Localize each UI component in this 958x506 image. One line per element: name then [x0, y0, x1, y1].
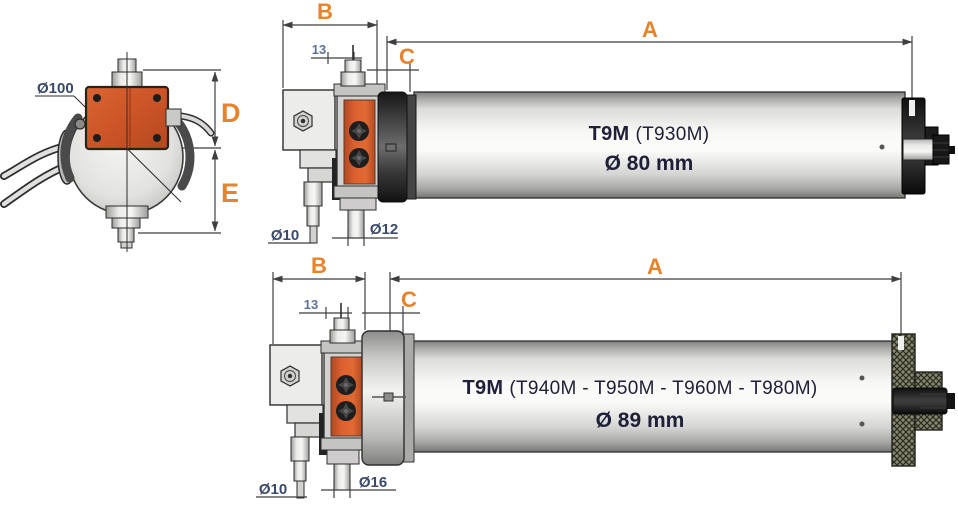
dim-c-80 — [367, 63, 419, 92]
bracket-stub-89 — [290, 436, 310, 499]
stub-callouts-80: Ø10 Ø12 — [268, 221, 398, 246]
crown-screw-80 — [385, 143, 397, 152]
box-screw — [153, 134, 161, 142]
bracket-connector — [319, 413, 327, 455]
diameter-label-80: Ø 80 mm — [605, 152, 694, 175]
model-series-89: T9M — [462, 377, 503, 399]
mounting-bracket-80 — [282, 89, 340, 200]
bracket-connector — [332, 158, 340, 200]
stub-label-o10-80: Ø10 — [271, 227, 299, 244]
tube-rivet — [859, 421, 865, 427]
model-variants-89: (T940M - T950M - T960M - T980M) — [509, 378, 817, 399]
crown-screw-89 — [372, 392, 406, 402]
tube-rivet — [859, 375, 865, 381]
power-cables — [0, 142, 70, 208]
stub-callouts-89: Ø10 Ø16 — [256, 474, 396, 498]
dim-13-89 — [299, 307, 352, 319]
front-diameter-label: Ø100 — [37, 80, 74, 97]
dim-a-89 — [389, 272, 902, 338]
limit-adjust-screw — [336, 401, 356, 421]
box-screw — [93, 94, 101, 102]
box-screw — [153, 94, 161, 102]
dim-label-b-89: B — [311, 253, 327, 278]
limit-adjust-screw — [349, 121, 369, 141]
stub-label-o16-89: Ø16 — [359, 474, 387, 491]
adjustment-panel — [330, 356, 363, 437]
dim-label-a-89: A — [647, 254, 663, 279]
offset-label-89: 13 — [304, 297, 318, 312]
dim-b-80 — [282, 20, 378, 92]
model-variants-80: (T930M) — [636, 124, 710, 145]
dim-label-c-89: C — [401, 287, 417, 312]
diameter-label-89: Ø 89 mm — [596, 409, 685, 432]
model-label-80: T9M (T930M) — [589, 123, 710, 145]
drive-end-89 — [891, 333, 955, 467]
drive-end-80 — [901, 97, 955, 195]
dim-label-d: D — [221, 98, 241, 128]
adapter-crown-89 — [361, 330, 405, 466]
motor-tube-89 — [407, 340, 896, 453]
hex-bolt — [280, 365, 300, 387]
limit-adjust-screw — [336, 375, 356, 395]
bracket-stub-80 — [303, 181, 323, 244]
box-screw — [93, 134, 101, 142]
dim-b-89 — [272, 272, 366, 344]
stub-label-o10-89: Ø10 — [259, 481, 287, 498]
front-view: Ø100 D E — [0, 52, 241, 252]
hex-bolt — [293, 110, 313, 132]
mounting-bracket-89 — [269, 344, 327, 455]
model-label-89: T9M (T940M - T950M - T960M - T980M) — [462, 377, 817, 399]
adjustment-panel — [343, 99, 376, 185]
antenna-gland — [165, 108, 215, 137]
clamp-straps — [60, 113, 195, 191]
offset-label-80: 13 — [312, 42, 326, 57]
limit-adjust-screw — [349, 148, 369, 168]
motor-head-80 — [333, 45, 386, 239]
tube-rivet — [879, 144, 885, 150]
dim-c-89 — [362, 306, 420, 334]
motor-tube-80 — [413, 91, 906, 199]
dim-label-c-80: C — [399, 44, 415, 69]
stub-label-o12-80: Ø12 — [370, 221, 398, 238]
drive-shaft-80 — [902, 138, 936, 161]
motor-89-view: T9M (T940M - T950M - T960M - T980M) Ø 89 … — [256, 253, 955, 499]
motor-80-view: T9M (T930M) Ø 80 mm B A C 13 Ø10 Ø12 — [268, 0, 955, 246]
model-series-80: T9M — [589, 123, 630, 145]
dim-label-a-80: A — [642, 17, 658, 42]
dim-label-e: E — [221, 178, 239, 208]
dim-label-b-80: B — [317, 0, 333, 24]
dim-a-80 — [386, 36, 913, 99]
clamp-bolt — [74, 118, 86, 130]
